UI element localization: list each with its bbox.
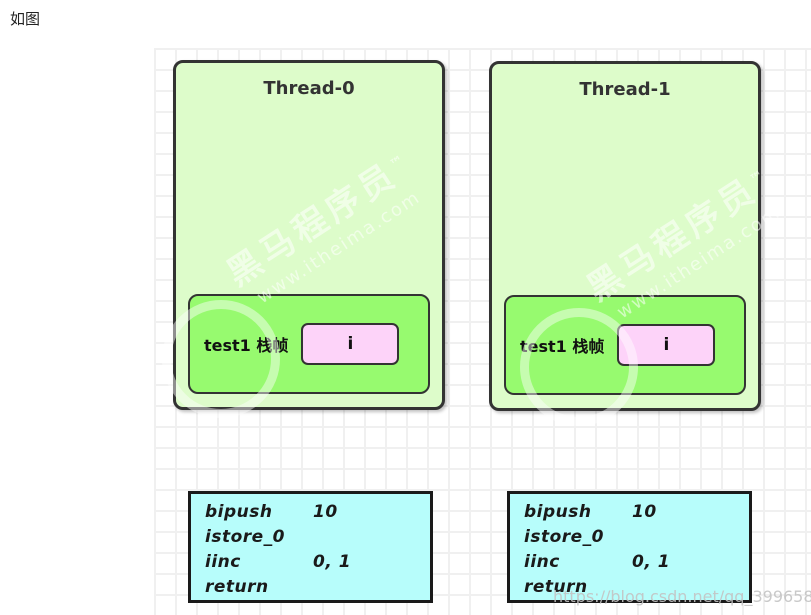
bytecode-line: iinc 0, 1 [524, 550, 749, 575]
bytecode-line: return [205, 575, 430, 600]
thread-0-frame-label: test1 栈帧 [204, 336, 289, 355]
page-caption: 如图 [10, 10, 41, 28]
bytecode-line: iinc 0, 1 [205, 550, 430, 575]
bytecode-line: bipush 10 [524, 500, 749, 525]
thread-0-bytecode-box: bipush 10 istore_0 iinc 0, 1 return [188, 491, 433, 603]
bytecode-line: return [524, 575, 749, 600]
operand: 0, 1 [313, 552, 352, 572]
thread-0-box: Thread-0 test1 栈帧 i [173, 60, 445, 410]
opcode: return [524, 577, 588, 597]
thread-1-local-var-slot: i [617, 324, 716, 366]
thread-1-title: Thread-1 [579, 79, 671, 100]
thread-0-stack-frame: test1 栈帧 i [188, 294, 430, 394]
operand: 10 [632, 502, 657, 522]
bytecode-line: istore_0 [524, 525, 749, 550]
thread-1-box: Thread-1 test1 栈帧 i [489, 61, 761, 411]
bytecode-line: bipush 10 [205, 500, 430, 525]
opcode: istore_0 [524, 527, 604, 547]
opcode: bipush [524, 502, 592, 522]
thread-1-frame-label: test1 栈帧 [520, 337, 605, 356]
operand: 10 [313, 502, 338, 522]
thread-0-local-var-slot: i [301, 323, 400, 365]
thread-1-stack-frame: test1 栈帧 i [504, 295, 746, 395]
opcode: istore_0 [205, 527, 285, 547]
opcode: bipush [205, 502, 273, 522]
opcode: return [205, 577, 269, 597]
opcode: iinc [205, 552, 241, 572]
thread-1-bytecode-box: bipush 10 istore_0 iinc 0, 1 return [507, 491, 752, 603]
bytecode-line: istore_0 [205, 525, 430, 550]
thread-0-title: Thread-0 [263, 78, 355, 99]
opcode: iinc [524, 552, 560, 572]
operand: 0, 1 [632, 552, 671, 572]
